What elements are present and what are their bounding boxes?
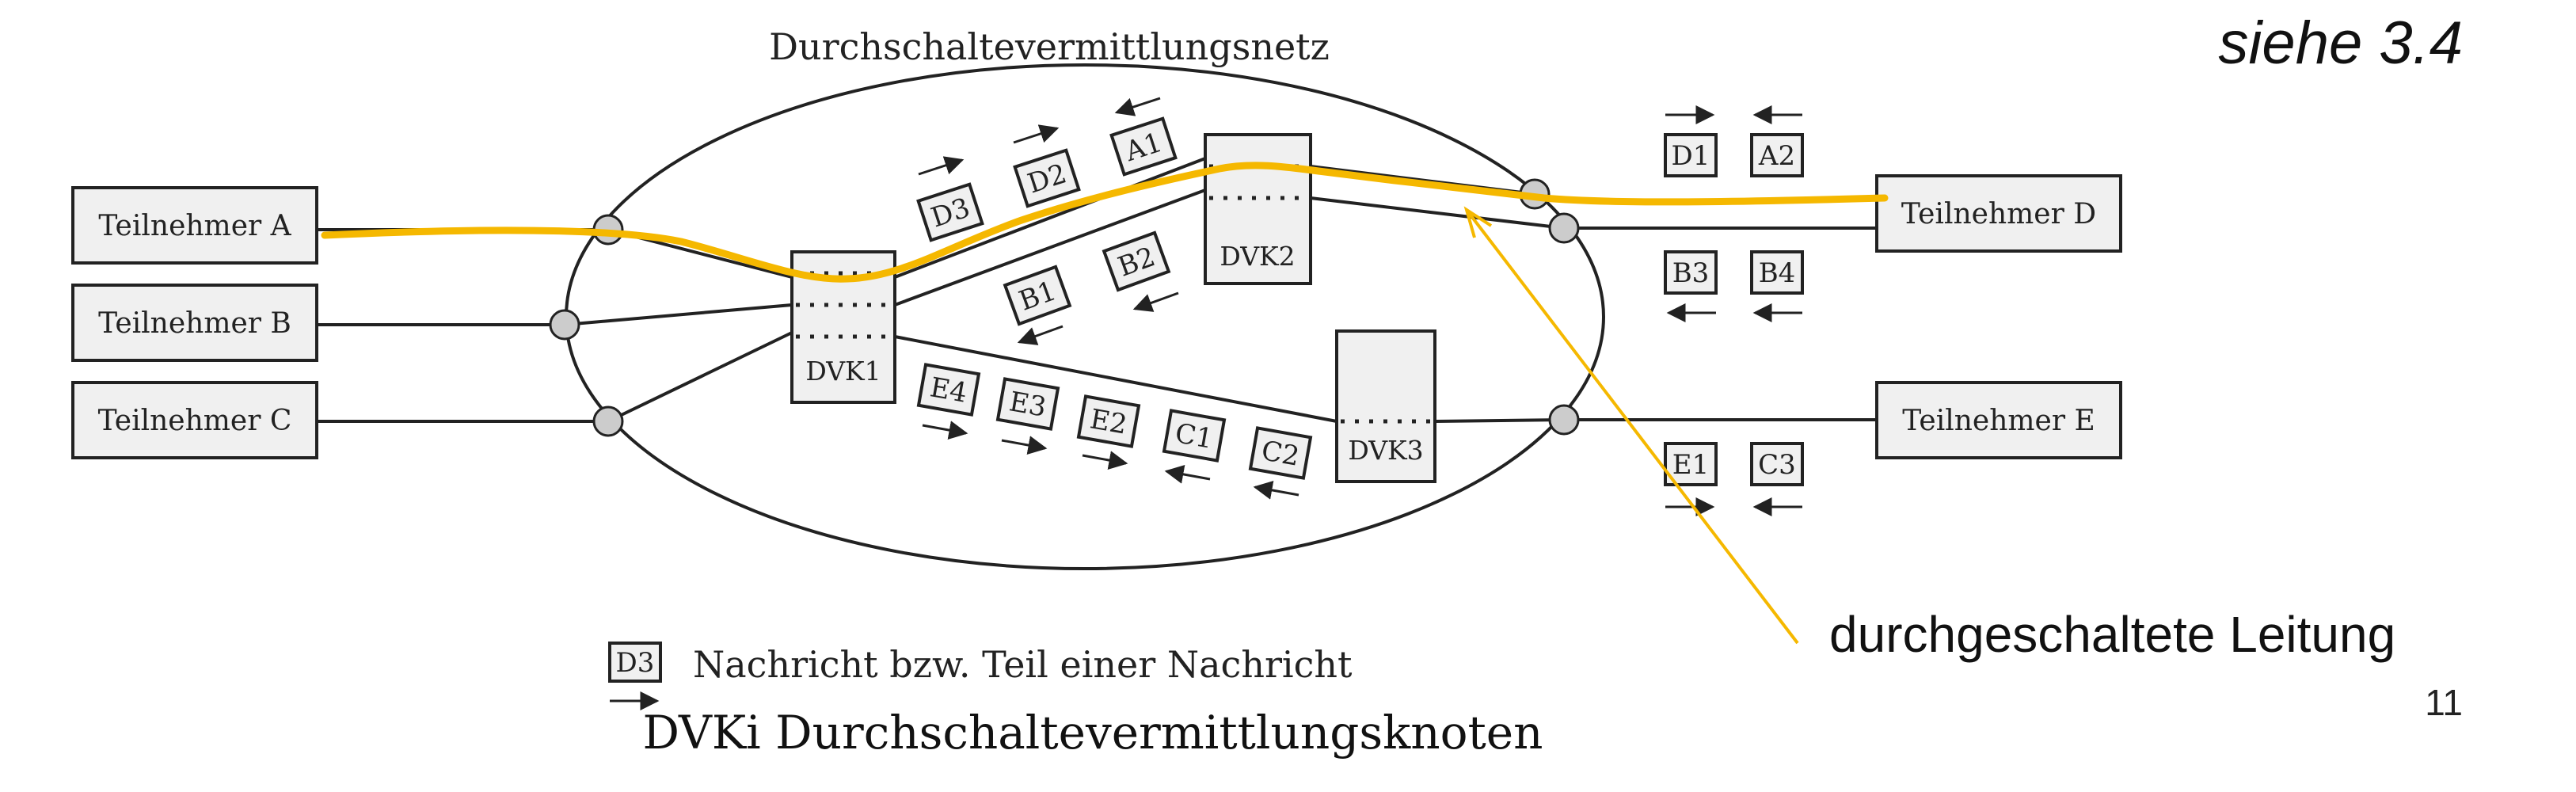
packet-c1: C1 (1162, 409, 1227, 463)
arrow-right (1013, 124, 1060, 144)
packet-label: E2 (1087, 403, 1129, 440)
subscriber-c-label: Teilnehmer C (98, 405, 292, 437)
legend-text: Nachricht bzw. Teil einer Nachricht (693, 643, 1353, 686)
subscriber-d-label: Teilnehmer D (1901, 198, 2096, 230)
subscriber-e: Teilnehmer E (1875, 381, 2122, 459)
callout-pointer (1465, 208, 1799, 645)
packet-d3-top: D3 (916, 182, 984, 242)
packet-label: C3 (1758, 449, 1796, 481)
packet-c2: C2 (1248, 426, 1313, 480)
packet-b3: B3 (1664, 250, 1718, 295)
legend-packet: D3 (608, 642, 662, 683)
arrow-left (1114, 97, 1161, 116)
packet-label: E3 (1006, 386, 1048, 423)
packet-e3: E3 (995, 377, 1060, 431)
subscriber-e-label: Teilnehmer E (1902, 405, 2095, 437)
arrow-left (1253, 481, 1299, 500)
network-ellipse (565, 63, 1605, 570)
packet-d2-top: D2 (1013, 148, 1081, 208)
packet-label: E4 (927, 371, 969, 409)
packet-a1-top: A1 (1109, 116, 1178, 177)
node-dvk1-label: DVK1 (805, 356, 881, 386)
callout-arrowhead (1463, 206, 1493, 238)
arrow-left (1164, 465, 1211, 484)
packet-e4: E4 (916, 363, 981, 417)
arrow-left (1132, 291, 1179, 312)
callout-label: durchgeschaltete Leitung (1829, 606, 2395, 663)
subscriber-a: Teilnehmer A (71, 186, 318, 265)
packet-label: B4 (1759, 257, 1796, 289)
node-dvk3-label: DVK3 (1348, 435, 1423, 466)
packet-b2-mid: B2 (1102, 230, 1171, 292)
packet-label: D1 (1672, 140, 1710, 172)
packet-label: C1 (1173, 417, 1216, 455)
packet-label: C2 (1259, 435, 1302, 473)
subscriber-b: Teilnehmer B (71, 284, 318, 362)
subscriber-b-label: Teilnehmer B (98, 307, 291, 340)
highlighted-connection (321, 162, 1889, 283)
diagram-title: Durchschaltevermittlungsnetz (769, 25, 1330, 68)
packet-label: E1 (1672, 449, 1709, 481)
packet-c3: C3 (1750, 442, 1804, 486)
subscriber-d: Teilnehmer D (1875, 174, 2122, 253)
packet-b4: B4 (1750, 250, 1804, 295)
arrow-right (922, 421, 968, 440)
legend-packet-label: D3 (616, 647, 655, 679)
packet-b1-mid: B1 (1003, 265, 1072, 326)
node-dvk3: DVK3 (1335, 329, 1436, 483)
arrow-left (1017, 325, 1064, 345)
packet-e2: E2 (1076, 394, 1141, 448)
arrow-right (1082, 451, 1128, 470)
subscriber-c: Teilnehmer C (71, 381, 318, 459)
arrow-right (1001, 436, 1048, 455)
packet-e1: E1 (1664, 442, 1718, 486)
legend-footer: DVKi Durchschaltevermittlungsknoten (642, 706, 1543, 760)
page-number: 11 (2425, 682, 2463, 723)
packet-label: A2 (1758, 140, 1795, 172)
node-dvk2: DVK2 (1204, 133, 1312, 285)
packet-label: B3 (1672, 257, 1710, 289)
node-dvk2-label: DVK2 (1220, 241, 1295, 272)
packet-a2: A2 (1750, 133, 1804, 177)
arrow-right (918, 156, 965, 176)
subscriber-a-label: Teilnehmer A (98, 210, 291, 242)
reference-label: siehe 3.4 (2219, 10, 2463, 77)
packet-d1: D1 (1664, 133, 1718, 177)
